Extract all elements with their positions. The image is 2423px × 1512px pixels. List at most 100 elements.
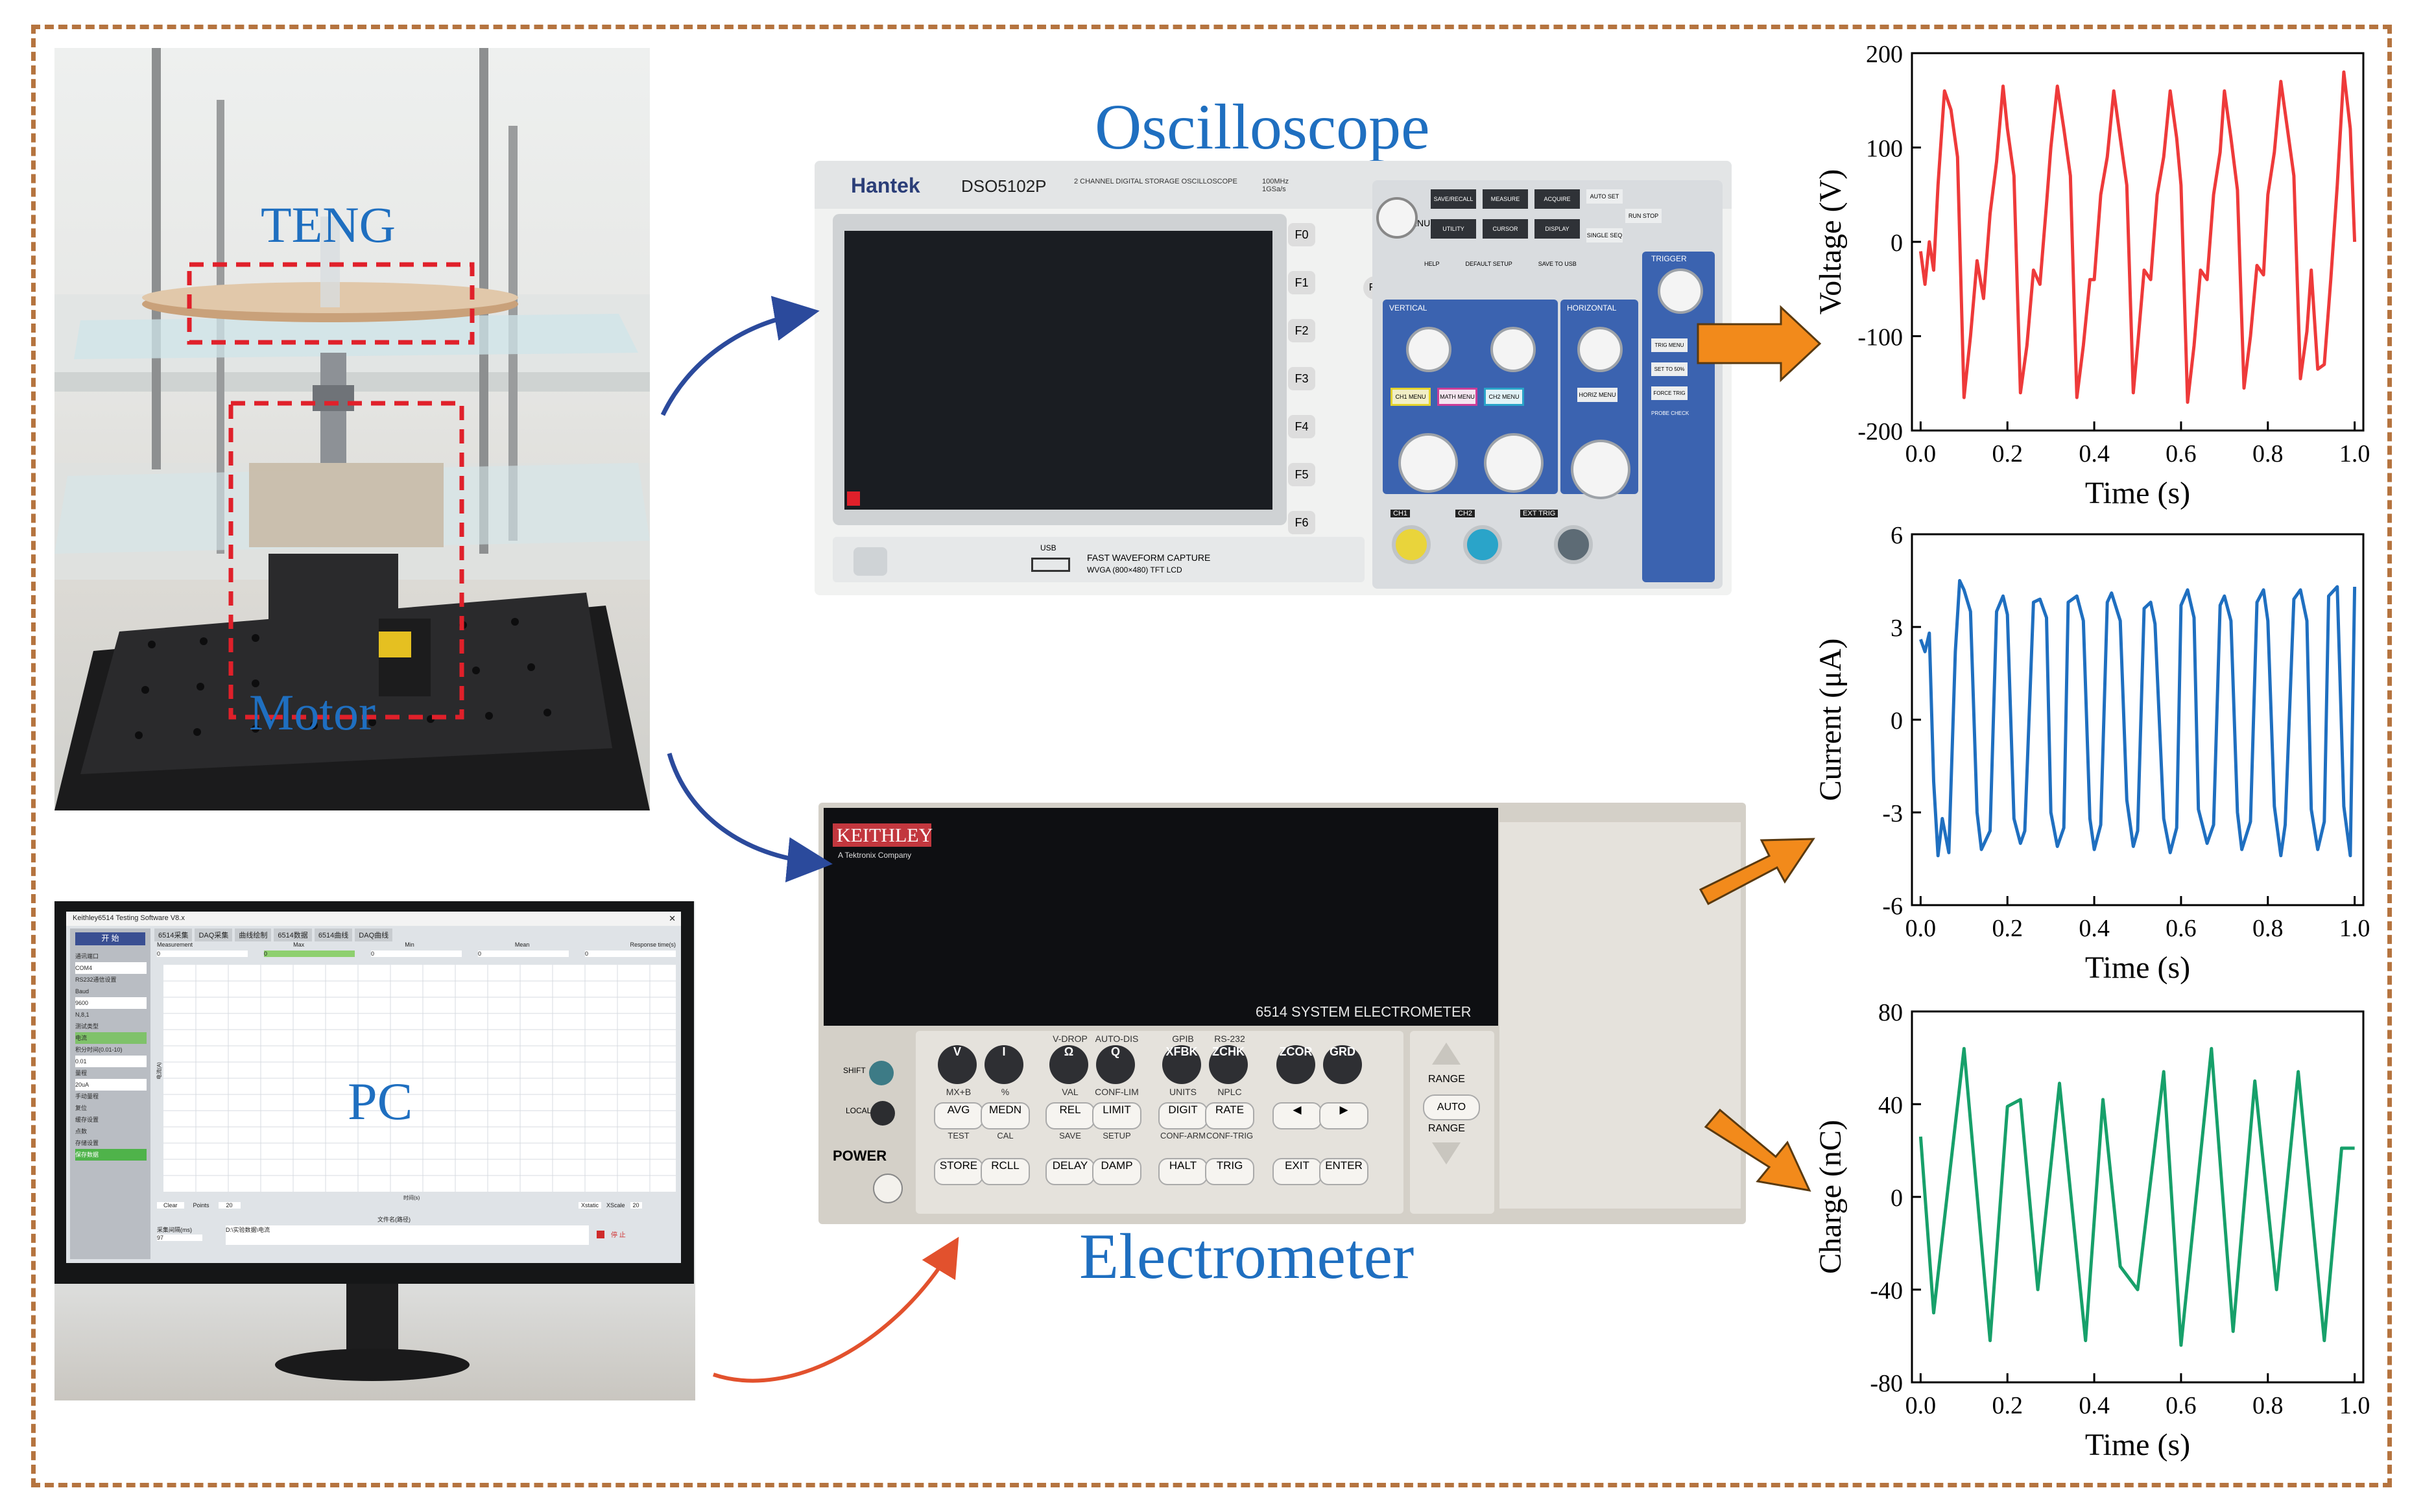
key-store-button[interactable]: STORE [934,1158,983,1185]
ch1-volts-knob[interactable] [1398,433,1458,493]
range-label-bottom: RANGE [1428,1123,1465,1134]
local-button[interactable] [870,1101,895,1126]
range-up-icon[interactable] [1432,1043,1461,1065]
ch2-position-knob[interactable] [1490,327,1536,372]
key-7-row2-button[interactable]: ▶ [1319,1102,1368,1129]
ch1-menu-button[interactable]: CH1 MENU [1391,388,1431,406]
y-tick-label: 40 [1878,1092,1903,1119]
key-rcll-button[interactable]: RCLL [981,1158,1030,1185]
stop-icon[interactable] [597,1231,604,1238]
key-damp-button[interactable]: DAMP [1092,1158,1141,1185]
orange-arrow-charge [1704,1108,1811,1192]
f1-button[interactable]: F1 [1288,271,1315,294]
local-label: LOCAL [846,1106,872,1115]
y-tick-label: -40 [1870,1277,1903,1305]
ext-trig-bnc-connector[interactable] [1554,525,1593,564]
set-50-button[interactable]: SET TO 50% [1651,362,1688,376]
f0-button[interactable]: F0 [1288,223,1315,246]
tab-6514-curve[interactable]: 6514曲线 [314,928,353,941]
run-stop-button[interactable]: RUN STOP [1625,209,1662,223]
tab-daq-acquire[interactable]: DAQ采集 [195,928,233,941]
utility-button[interactable]: UTILITY [1431,219,1476,239]
x-tick-label: 1.0 [2339,440,2370,467]
display-button[interactable]: DISPLAY [1534,219,1580,239]
key-1-row2-button[interactable]: MEDN [981,1102,1030,1129]
file-path-input[interactable]: D:\实验数据\电流 [226,1225,589,1245]
tab-6514-data[interactable]: 6514数据 [274,928,312,941]
tab-daq-curve[interactable]: DAQ曲线 [355,928,393,941]
horiz-menu-button[interactable]: HORIZ MENU [1577,388,1617,402]
key-5-row2-button[interactable]: RATE [1205,1102,1254,1129]
points-value[interactable]: 20 [218,1202,241,1209]
key-ω-button[interactable]: Ω [1049,1045,1088,1084]
f4-button[interactable]: F4 [1288,415,1315,438]
key-4-row2-button[interactable]: DIGIT [1158,1102,1208,1129]
force-trig-button[interactable]: FORCE TRIG [1651,386,1688,400]
auto-button[interactable]: AUTO [1423,1094,1480,1120]
key-6-row2-button[interactable]: ◀ [1272,1102,1322,1129]
default-setup-button[interactable]: DEFAULT SETUP [1465,261,1512,267]
h-position-knob[interactable] [1577,327,1623,372]
f6-button[interactable]: F6 [1288,511,1315,534]
tab-curve-plot[interactable]: 曲线绘制 [235,928,272,941]
key-zcor-button[interactable]: ZCOR [1276,1045,1315,1084]
math-menu-button[interactable]: MATH MENU [1437,388,1477,406]
acquire-button[interactable]: ACQUIRE [1534,189,1580,209]
key-enter-button[interactable]: ENTER [1319,1158,1368,1185]
xstatic-label[interactable]: Xstatic [579,1202,602,1209]
cursor-button[interactable]: CURSOR [1483,219,1528,239]
stop-label[interactable]: 停 止 [611,1232,626,1239]
ch2-bnc-connector[interactable] [1463,525,1502,564]
start-button[interactable]: 开 始 [75,932,145,945]
y-tick-label: 80 [1878,999,1903,1026]
measure-button[interactable]: MEASURE [1483,189,1528,209]
key-3-row2-button[interactable]: LIMIT [1092,1102,1141,1129]
electrometer-power-switch[interactable] [873,1174,903,1203]
key-trig-button[interactable]: TRIG [1205,1158,1254,1185]
capture-text: FAST WAVEFORM CAPTURE [1087,552,1211,563]
help-button[interactable]: HELP [1424,261,1440,267]
power-button[interactable] [853,547,887,576]
key-delay-button[interactable]: DELAY [1045,1158,1095,1185]
range-down-icon[interactable] [1432,1142,1461,1164]
key-xfbk-button[interactable]: XFBK [1162,1045,1201,1084]
key-zchk-button[interactable]: ZCHK [1209,1045,1248,1084]
key-shift-label: NPLC [1217,1087,1242,1097]
save-to-usb-button[interactable]: SAVE TO USB [1538,261,1577,267]
trigger-level-knob[interactable] [1658,268,1703,314]
ch1-bnc-connector[interactable] [1392,525,1431,564]
trig-menu-button[interactable]: TRIG MENU [1651,338,1688,352]
shift-button[interactable] [869,1061,894,1085]
oscilloscope-device: Hantek DSO5102P 2 CHANNEL DIGITAL STORAG… [815,161,1732,595]
tab-6514-acquire[interactable]: 6514采集 [154,928,193,941]
key-q-button[interactable]: Q [1096,1045,1135,1084]
interval-value[interactable]: 97 [157,1234,202,1241]
usb-port-icon[interactable] [1031,558,1070,572]
key-shift-label: V-DROP [1053,1034,1088,1044]
x-tick-label: 0.4 [2079,440,2110,467]
f2-button[interactable]: F2 [1288,319,1315,342]
key-grd-button[interactable]: GRD [1323,1045,1362,1084]
ch2-volts-knob[interactable] [1484,433,1544,493]
menu-knob[interactable] [1376,197,1418,239]
sec-div-knob[interactable] [1571,440,1630,499]
single-seq-button[interactable]: SINGLE SEQ [1586,228,1623,242]
ch2-menu-button[interactable]: CH2 MENU [1484,388,1524,406]
y-axis-title: Voltage (V) [1813,169,1848,314]
f5-button[interactable]: F5 [1288,463,1315,486]
horizontal-label: HORIZONTAL [1567,303,1617,313]
key-v-button[interactable]: V [938,1045,977,1084]
window-close-icon[interactable]: ✕ [669,914,676,923]
key-shift-label: SAVE [1059,1131,1081,1140]
key-halt-button[interactable]: HALT [1158,1158,1208,1185]
probe-check-label: PROBE CHECK [1651,410,1689,416]
ch1-position-knob[interactable] [1406,327,1451,372]
clear-button[interactable]: Clear [157,1202,184,1209]
f3-button[interactable]: F3 [1288,367,1315,390]
auto-set-button[interactable]: AUTO SET [1586,189,1623,204]
usb-label: USB [1040,543,1056,552]
key-i-button[interactable]: I [985,1045,1023,1084]
xscale-value[interactable]: 20 [630,1202,642,1209]
save-recall-button[interactable]: SAVE/RECALL [1431,189,1476,209]
